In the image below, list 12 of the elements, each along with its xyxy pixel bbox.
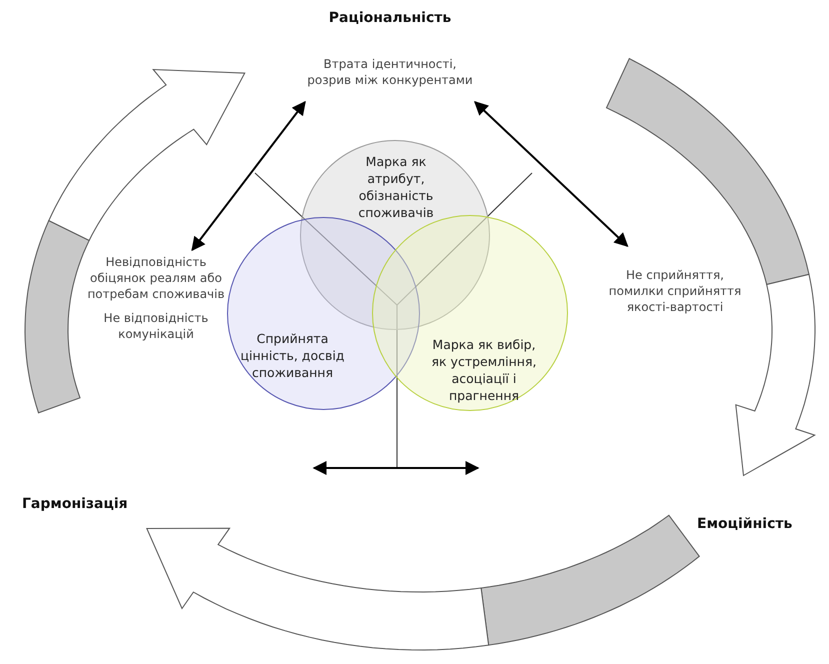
double-arrow: [474, 101, 628, 247]
problem-text: Не відповідність комунікацій: [102, 310, 210, 342]
circle-text: Марка як атрибут, обізнаність споживачів: [357, 153, 435, 221]
problem-text: Втрата ідентичності, розрив між конкурентами: [306, 56, 474, 88]
problem-text: Не сприйняття, помилки сприйняття якості-вартості: [608, 267, 742, 315]
axis-heading: Раціональність: [328, 9, 452, 28]
double-arrow: [191, 100, 306, 252]
circle-text: Марка як вибір, як устремління, асоціації і прагнення: [430, 336, 538, 404]
axis-heading: Емоційність: [697, 515, 792, 534]
axis-heading: Гармонізація: [22, 495, 128, 514]
circle-text: Сприйнята цінність, досвід споживання: [240, 330, 346, 381]
problem-text: Невідповідність обіцянок реалям або потребам споживачів: [86, 254, 226, 302]
